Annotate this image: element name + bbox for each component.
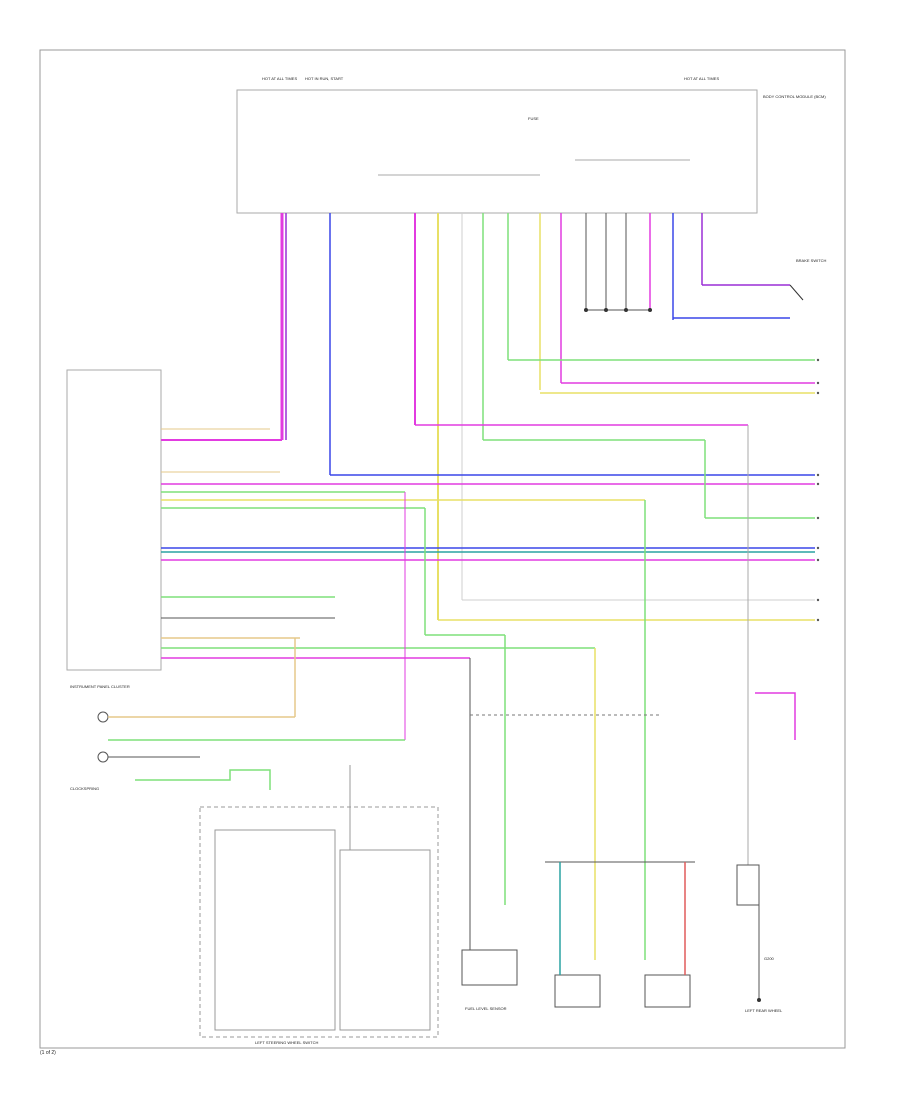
sheet-frame [39, 49, 846, 1049]
footer-code: (1 of 2) [40, 1050, 56, 1056]
brake-switch-contact [789, 284, 804, 301]
label-brake-switch: BRAKE SWITCH [796, 258, 827, 263]
label-left-rear-wheel: LEFT REAR WHEEL [745, 1008, 783, 1013]
label-clockspring: CLOCKSPRING [70, 786, 99, 791]
label-hot-all-times-left: HOT AT ALL TIMES [262, 76, 297, 81]
left-connector-box [66, 369, 162, 671]
switch-panel-right [339, 849, 431, 1031]
label-ipc: INSTRUMENT PANEL CLUSTER [70, 684, 130, 689]
wire-right-pink-connector [755, 692, 796, 740]
top-module-box [236, 89, 758, 214]
ipc-connector-2 [97, 751, 109, 763]
switch-panel-left [214, 829, 336, 1031]
sensor-box-1 [461, 949, 518, 986]
sensor-box-2 [554, 974, 601, 1008]
right-terminal-column [816, 358, 820, 622]
steering-switch-box [199, 806, 439, 1038]
ipc-connector-1 [97, 711, 109, 723]
label-ground: G200 [764, 956, 775, 961]
label-hot-run-start: HOT IN RUN, START [305, 76, 344, 81]
wire-clockspring-green [135, 769, 271, 790]
label-module: BODY CONTROL MODULE (BCM) [763, 94, 826, 99]
label-hot-all-times-right: HOT AT ALL TIMES [684, 76, 719, 81]
ground-point [757, 998, 761, 1002]
splice-row [584, 308, 652, 312]
label-fuse: FUSE [528, 116, 539, 121]
sensor-box-3 [644, 974, 691, 1008]
wheel-sensor-box [736, 864, 760, 906]
label-left-steering-switch: LEFT STEERING WHEEL SWITCH [255, 1040, 318, 1045]
label-fuel-level-sensor: FUEL LEVEL SENSOR [465, 1006, 507, 1011]
